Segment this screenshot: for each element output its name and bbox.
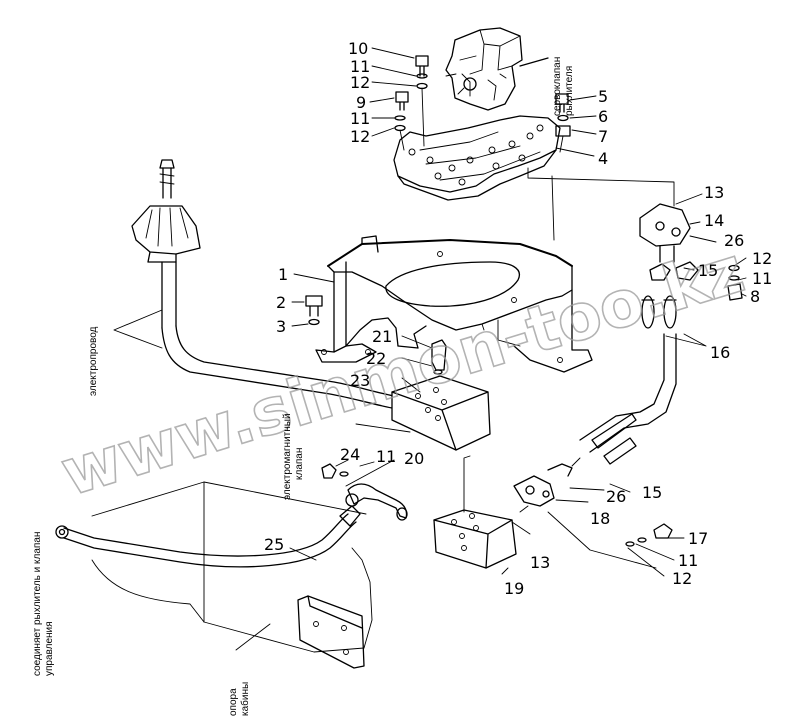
leader-lines-top — [369, 47, 597, 157]
svg-text:клапан: клапан — [294, 448, 305, 480]
bolt-9 — [394, 91, 409, 132]
wiring-leader — [113, 309, 163, 349]
callout: 14 — [704, 211, 724, 230]
callout: 2 — [276, 293, 286, 312]
label-cab-support: опора кабины — [228, 682, 251, 716]
main-frame — [315, 235, 593, 373]
svg-text:опора: опора — [228, 688, 239, 716]
callout: 26 — [606, 487, 626, 506]
valve-block-19 — [433, 509, 517, 569]
right-bracket-14 — [639, 203, 691, 263]
callout: 13 — [530, 553, 550, 572]
callout: 7 — [598, 127, 608, 146]
callout: 11 — [376, 447, 396, 466]
callout: 11 — [752, 269, 772, 288]
callout: 20 — [404, 449, 424, 468]
svg-text:электромагнитный: электромагнитный — [282, 413, 293, 500]
callout: 12 — [752, 249, 772, 268]
pipe-assembly-16 — [579, 295, 677, 465]
callout: 15 — [642, 483, 662, 502]
valve-bracket-18 — [513, 463, 573, 507]
callout: 26 — [724, 231, 744, 250]
routing-line-right — [527, 167, 675, 207]
callout: 4 — [598, 149, 608, 168]
callout: 11 — [678, 551, 698, 570]
wiring-cable — [161, 325, 395, 409]
callout: 18 — [590, 509, 610, 528]
bolt-2 — [305, 295, 323, 326]
callout: 8 — [750, 287, 760, 306]
callout: 25 — [264, 535, 284, 554]
callout-numbers: 1 2 3 4 5 6 7 8 9 10 11 12 11 12 13 14 2… — [264, 39, 772, 598]
callout: 24 — [340, 445, 360, 464]
callout: 11 — [350, 57, 370, 76]
control-lever — [131, 159, 201, 329]
bolt-17 — [625, 523, 673, 547]
svg-text:рыхлителя: рыхлителя — [564, 66, 575, 116]
fitting-24 — [321, 463, 349, 479]
callout: 3 — [276, 317, 286, 336]
bolt-5 — [555, 93, 571, 137]
callout: 6 — [598, 107, 608, 126]
callout: 1 — [278, 265, 288, 284]
callout: 17 — [688, 529, 708, 548]
leader-lines-left — [291, 273, 335, 327]
callout: 13 — [704, 183, 724, 202]
label-servo-valve: сервоклапан рыхлителя — [552, 57, 575, 116]
hose-20 — [345, 483, 408, 521]
callout: 5 — [598, 87, 608, 106]
cab-support — [91, 481, 373, 669]
callout: 22 — [366, 349, 386, 368]
callout: 16 — [710, 343, 730, 362]
callout: 23 — [350, 371, 370, 390]
svg-text:соединяет рыхлитель и клапан: соединяет рыхлитель и клапан — [32, 532, 43, 676]
label-solenoid-valve: электромагнитный клапан — [282, 413, 305, 500]
callout: 21 — [372, 327, 392, 346]
hose-25 — [55, 505, 361, 568]
callout: 11 — [350, 109, 370, 128]
callout: 12 — [350, 73, 370, 92]
callout: 10 — [348, 39, 368, 58]
mounting-bracket — [393, 115, 561, 201]
svg-text:управления: управления — [44, 621, 55, 676]
callout: 15 — [698, 261, 718, 280]
callout: 19 — [504, 579, 524, 598]
label-wiring: электропровод — [88, 326, 99, 396]
svg-text:электропровод: электропровод — [88, 326, 99, 396]
label-connects: соединяет рыхлитель и клапан управления — [32, 532, 55, 676]
bolt-10 — [415, 55, 429, 90]
fitting-15 — [649, 261, 699, 281]
servo-valve-illustration — [445, 27, 549, 111]
callout: 12 — [350, 127, 370, 146]
callout: 9 — [356, 93, 366, 112]
solenoid-valve-block-23 — [391, 375, 491, 451]
bolt-21 — [431, 339, 447, 375]
svg-text:кабины: кабины — [239, 682, 251, 716]
svg-text:сервоклапан: сервоклапан — [552, 57, 563, 116]
callout: 12 — [672, 569, 692, 588]
